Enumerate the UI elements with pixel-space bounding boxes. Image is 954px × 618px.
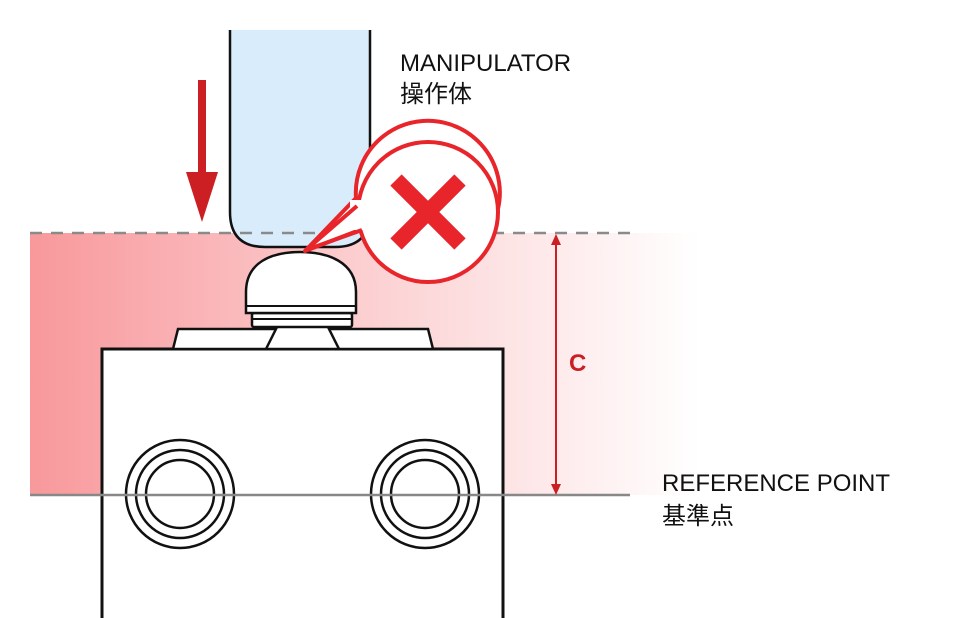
warning-callout [303,118,502,284]
clearance-label: C [569,350,587,377]
reference-label-jp: 基準点 [662,502,734,530]
manipulator-label-jp: 操作体 [400,80,472,108]
plunger-dome [244,250,358,315]
manipulator-label-en: MANIPULATOR [400,50,572,77]
down-arrow-icon [186,80,218,222]
reference-label-en: REFERENCE POINT [662,470,891,497]
switch-seat [263,323,342,351]
cross-icon [390,174,466,250]
clearance-dimension [551,234,561,495]
